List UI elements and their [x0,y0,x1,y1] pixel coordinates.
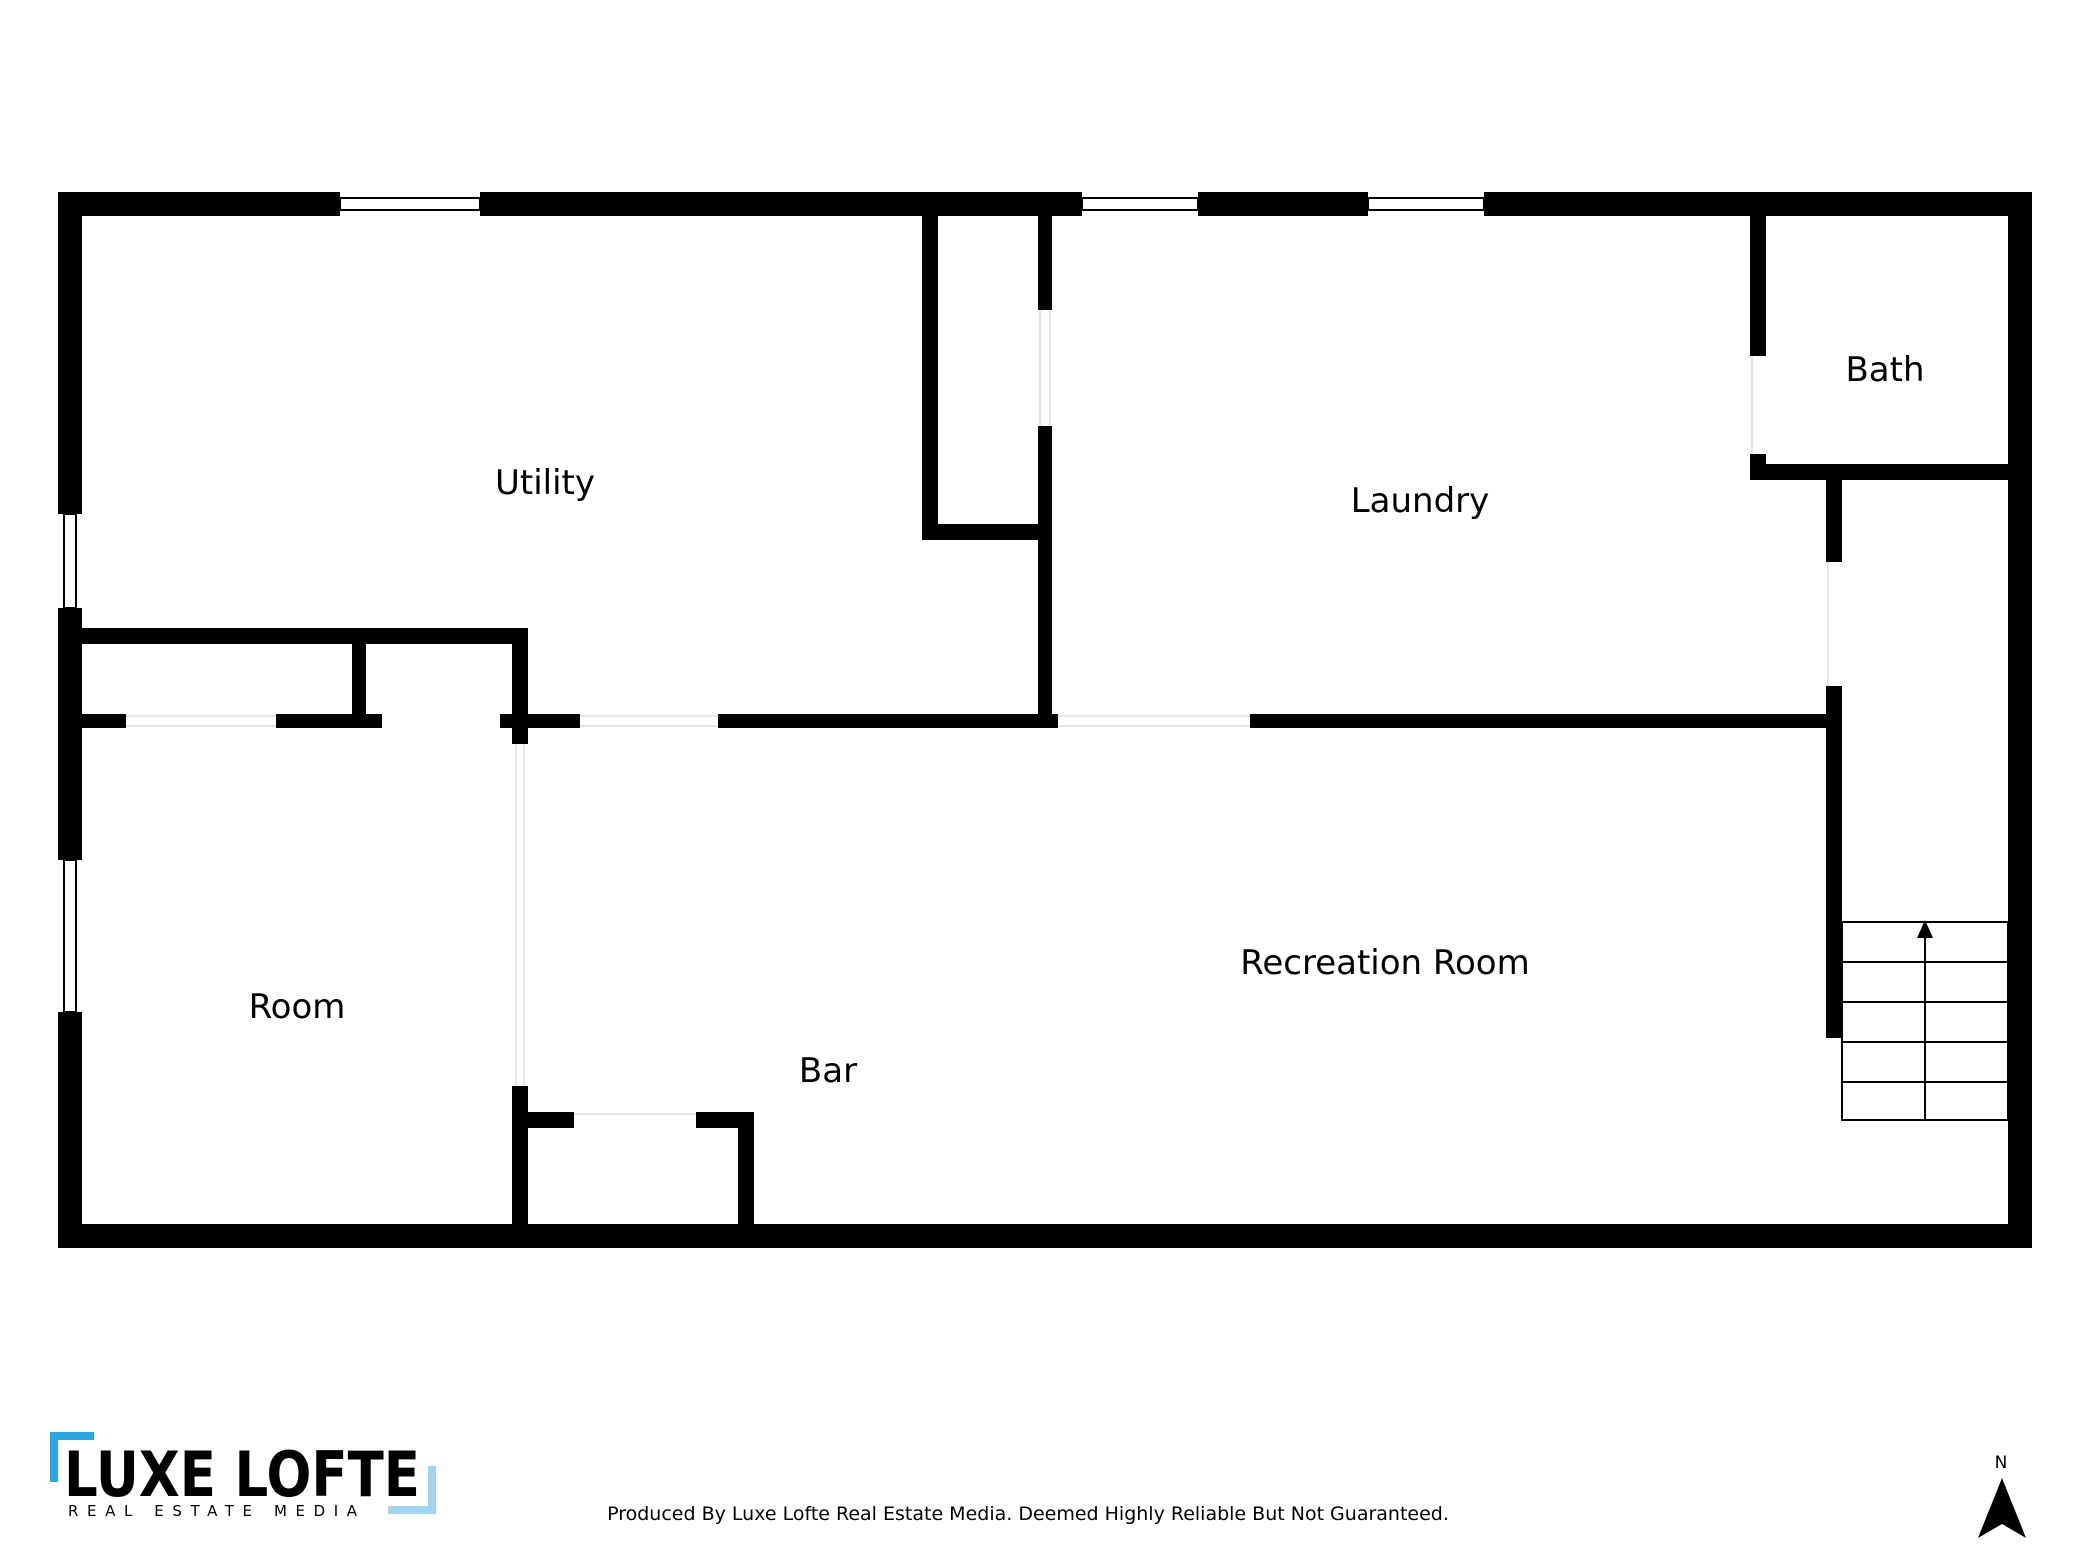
logo-bracket-left [50,1432,94,1482]
north-arrow-icon [1978,1478,2026,1538]
outer-walls [58,192,2032,1248]
window-left-utility [58,504,82,618]
stairs [1841,921,2009,1121]
window-left-room [58,850,82,1022]
room-label-room: Room [249,987,346,1027]
room-label-utility: Utility [495,463,595,503]
brand-name: LUXE LOFTE [64,1438,420,1511]
north-compass: N [1978,1453,2026,1538]
window-top-laundry-1 [1072,192,1208,216]
brand-tagline: REAL ESTATE MEDIA [68,1502,366,1520]
room-label-recreation: Recreation Room [1240,943,1529,983]
room-label-bath: Bath [1845,350,1924,390]
brand-logo: LUXE LOFTE REAL ESTATE MEDIA [50,1432,436,1520]
windows [58,192,1494,1022]
north-label: N [1995,1453,2008,1473]
footer-credit: Produced By Luxe Lofte Real Estate Media… [607,1503,1449,1525]
window-top-laundry-2 [1358,192,1494,216]
window-top-utility [330,192,490,216]
room-label-laundry: Laundry [1351,481,1490,521]
logo-bracket-right [388,1466,436,1514]
room-label-bar: Bar [799,1051,857,1091]
interior-walls [82,206,2008,1224]
wall-openings [126,310,1829,1115]
stairs-up-arrow-icon [1917,920,1933,938]
